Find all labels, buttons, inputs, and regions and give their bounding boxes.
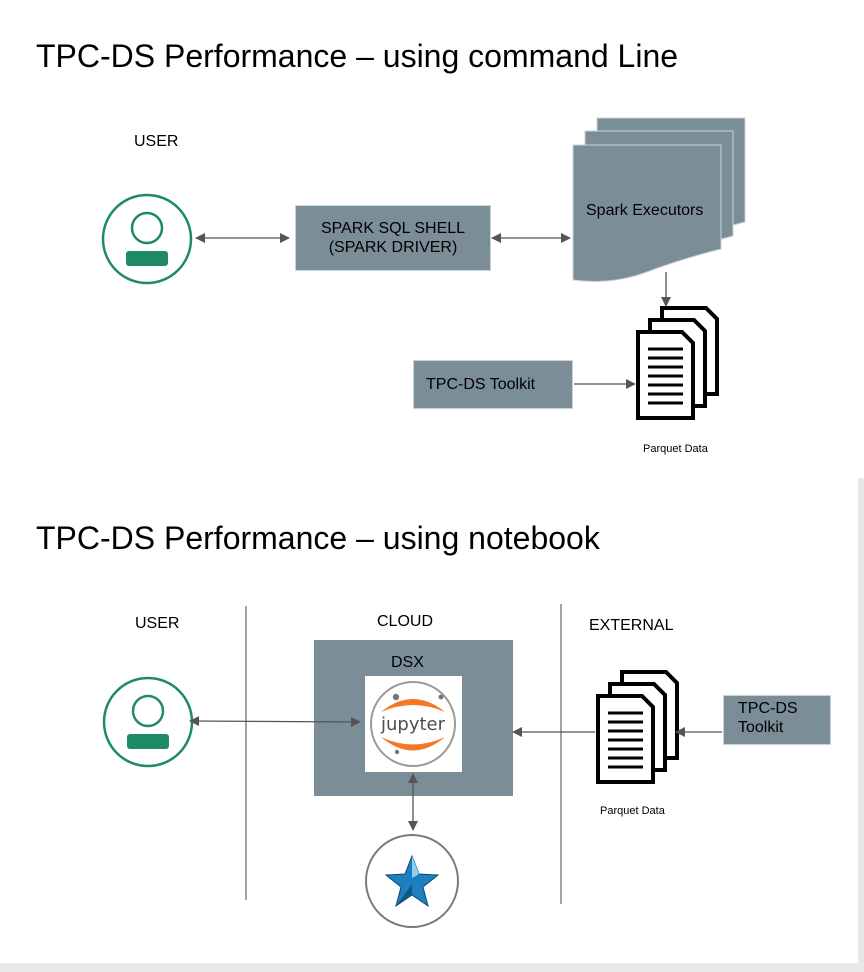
driver-line1: SPARK SQL SHELL [320,220,466,237]
bottom-parquet-label: Parquet Data [600,805,665,817]
top-toolkit-box: TPC-DS Toolkit [413,360,573,409]
jupyter-card [365,676,462,772]
top-title: TPC-DS Performance – using command Line [36,38,679,74]
bottom-toolkit-line1: TPC-DS [738,700,798,717]
top-parquet-label: Parquet Data [643,443,708,455]
top-toolkit-label: TPC-DS Toolkit [426,375,536,393]
external-label: EXTERNAL [589,617,674,634]
bottom-toolkit-line2: Toolkit [738,719,784,736]
spark-sql-shell-box: SPARK SQL SHELL (SPARK DRIVER) [295,205,491,271]
cloud-label: CLOUD [377,613,434,630]
executors-label: Spark Executors [586,202,704,219]
bottom-user-label: USER [135,615,180,632]
driver-line2: (SPARK DRIVER) [328,239,458,256]
top-user-label: USER [134,133,179,150]
bottom-toolkit-box: TPC-DS Toolkit [723,695,831,745]
dsx-label: DSX [391,654,424,671]
bottom-title: TPC-DS Performance – using notebook [36,520,600,556]
